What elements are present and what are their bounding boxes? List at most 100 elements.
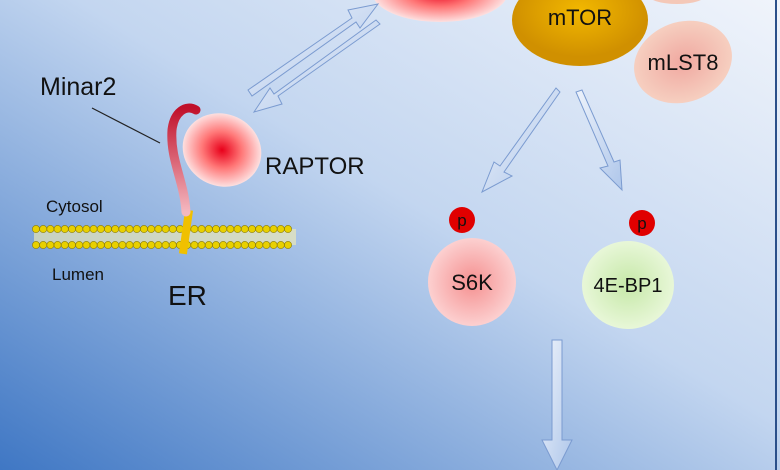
lipid-bead [154,241,163,249]
lipid-bead [75,241,84,249]
lipid-bead [147,241,156,249]
lipid-bead [75,225,84,233]
lipid-bead [46,225,55,233]
lipid-bead [53,241,62,249]
lipid-bead [269,225,278,233]
mtor-label: mTOR [548,5,612,30]
er-membrane [32,225,296,249]
lipid-bead [60,241,69,249]
lipid-bead [39,241,48,249]
lipid-bead [132,225,141,233]
lipid-bead [89,225,98,233]
lipid-bead [161,225,170,233]
lipid-bead [276,241,285,249]
4ebp1-label: 4E-BP1 [594,275,663,297]
complex-protein-top-right [653,0,701,4]
lipid-bead [255,225,264,233]
lipid-bead [111,225,120,233]
lipid-bead [39,225,48,233]
downstream-arrows [481,87,623,470]
arrow-down-output-icon [541,339,573,470]
lipid-bead [82,241,91,249]
lipid-bead [147,225,156,233]
frame-border [775,0,777,470]
lipid-bead [68,241,76,249]
4ebp1-phospho-badge [629,210,655,236]
er-label: ER [168,280,207,311]
minar2-pointer-line [91,107,161,144]
lipid-bead [204,241,213,249]
lipid-bead [219,241,228,249]
arrow-to-s6k-icon [481,87,561,194]
lipid-bead [104,241,112,249]
lipid-bead [276,225,285,233]
lipid-bead [32,241,40,249]
lipid-bead [140,225,148,233]
lipid-bead [204,225,213,233]
lipid-bead [96,241,105,249]
lipid-bead [212,225,220,233]
lipid-bead [284,241,292,249]
4ebp1-phospho-label: p [637,214,646,233]
arrow-down-icon [252,19,381,113]
lipid-bead [226,241,235,249]
lipid-bead [197,225,206,233]
lipid-bead [255,241,264,249]
lipid-bead [226,225,235,233]
lipid-bead [82,225,91,233]
raptor-label: RAPTOR [265,153,365,180]
lipid-bead [168,241,177,249]
lipid-bead [32,225,40,233]
lipid-bead [161,241,170,249]
lipid-bead [132,241,141,249]
lipid-bead [284,225,292,233]
lipid-bead [168,225,177,233]
lipid-bead [248,225,256,233]
complex-protein-top [374,0,506,22]
lipid-bead [53,225,62,233]
lipid-bead [118,241,127,249]
lipid-bead [118,225,127,233]
lipid-bead [125,225,134,233]
lipid-bead [60,225,69,233]
s6k-phospho-badge [449,207,475,233]
lipid-bead [154,225,163,233]
lipid-bead [233,241,242,249]
cytosol-label: Cytosol [46,197,103,216]
lipid-bead [197,241,206,249]
lipid-bead [125,241,134,249]
raptor-node [182,113,262,187]
lumen-label: Lumen [52,265,104,284]
minar2-label: Minar2 [40,73,116,101]
lipid-bead [190,225,199,233]
lipid-bead [269,241,278,249]
lipid-bead [248,241,256,249]
s6k-node [428,238,516,326]
bidirectional-arrows [247,3,381,113]
lipid-bead [212,241,220,249]
mlst8-node [634,20,732,104]
arrow-to-4ebp1-icon [575,89,623,192]
lipid-bead [240,225,249,233]
lipid-bead [96,225,105,233]
minar2-transmembrane [178,209,194,255]
4ebp1-node [582,241,674,329]
lipid-bead [89,241,98,249]
lipid-bead [233,225,242,233]
lipid-bead [140,241,148,249]
lipid-bead [262,241,271,249]
lipid-bead [219,225,228,233]
s6k-phospho-label: p [457,211,466,230]
lipid-bead [104,225,112,233]
minar2-protein [167,103,201,217]
arrow-up-icon [247,3,380,97]
lipid-bead [46,241,55,249]
lipid-bead [68,225,76,233]
lipid-bead [111,241,120,249]
mlst8-label: mLST8 [648,50,719,75]
lipid-bead [190,241,199,249]
mtor-node [512,0,648,66]
lipid-bead [262,225,271,233]
s6k-label: S6K [451,270,493,295]
